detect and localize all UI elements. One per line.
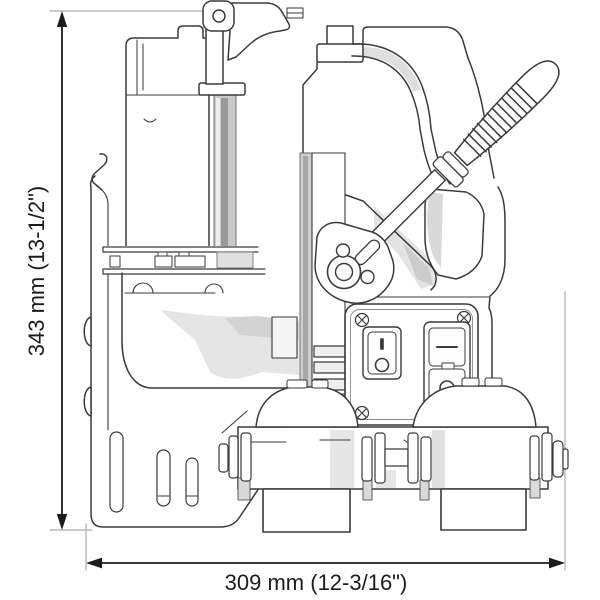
height-dimension-label: 343 mm (13-1/2") [24, 186, 49, 356]
column-cap [198, 82, 246, 96]
magnet-base [218, 377, 569, 533]
flange-disc [541, 432, 553, 482]
left-dome [255, 386, 359, 428]
lever-arm [227, 2, 291, 61]
body-top-edge [362, 26, 469, 59]
top-cap-wide [316, 43, 364, 63]
flange-end-nub [562, 448, 569, 470]
flange-disc [218, 443, 229, 473]
extension-lines [49, 10, 566, 571]
bracket-outline [89, 175, 297, 528]
hub-pin-hole [335, 243, 351, 258]
arrow-down-icon [56, 514, 68, 530]
boss-pad [271, 316, 298, 359]
width-dimension-label: 309 mm (12-3/16") [225, 570, 408, 595]
gear-case [100, 246, 300, 389]
bracket-slot [156, 449, 171, 507]
body-front-slope [362, 200, 437, 291]
flange-disc [407, 432, 419, 484]
power-off-mark [374, 357, 390, 373]
flange-disc [420, 436, 432, 482]
cutter-block [440, 488, 527, 531]
bracket-slot [109, 431, 124, 513]
flange-coupler [384, 448, 409, 467]
carry-handle-inner [351, 55, 436, 181]
bracket-slot [185, 457, 199, 507]
bolt-bump [204, 283, 224, 294]
flange-disc [374, 432, 386, 484]
gear-case-outline [121, 272, 300, 389]
clamp-lever [202, 0, 304, 85]
hub-bore [334, 262, 354, 282]
flange-end-cap [552, 440, 564, 478]
lever-hole [212, 9, 226, 23]
flange-disc [361, 436, 373, 482]
ratchet-hub[interactable] [314, 221, 395, 304]
width-dimension: 309 mm (12-3/16") [86, 557, 565, 595]
motor-housing [125, 25, 210, 248]
cutter-block [262, 488, 351, 533]
height-dimension: 343 mm (13-1/2") [24, 11, 68, 530]
slide-column [198, 82, 246, 274]
grip-ribs [462, 82, 538, 158]
flange-disc [228, 435, 239, 479]
top-cap [326, 25, 354, 47]
arrow-left-icon [86, 557, 102, 569]
arbor-flanges [218, 432, 569, 501]
bracket-hook [91, 153, 108, 191]
terminal-block [154, 255, 173, 268]
arrow-up-icon [56, 11, 68, 27]
bracket-bolt-knob [83, 316, 92, 347]
right-dome [412, 385, 537, 428]
bolt-bump [132, 282, 154, 294]
column-foot [216, 251, 254, 269]
power-switch[interactable]: I [362, 326, 402, 380]
bracket-bolt-knob [83, 386, 92, 417]
hub-pin-hole [360, 269, 375, 285]
body-right-edge [488, 186, 506, 401]
machine: I [83, 0, 569, 533]
power-on-mark: I [380, 336, 384, 353]
arrow-right-icon [549, 557, 565, 569]
flange-disc [529, 435, 540, 481]
flange-disc [240, 432, 252, 482]
